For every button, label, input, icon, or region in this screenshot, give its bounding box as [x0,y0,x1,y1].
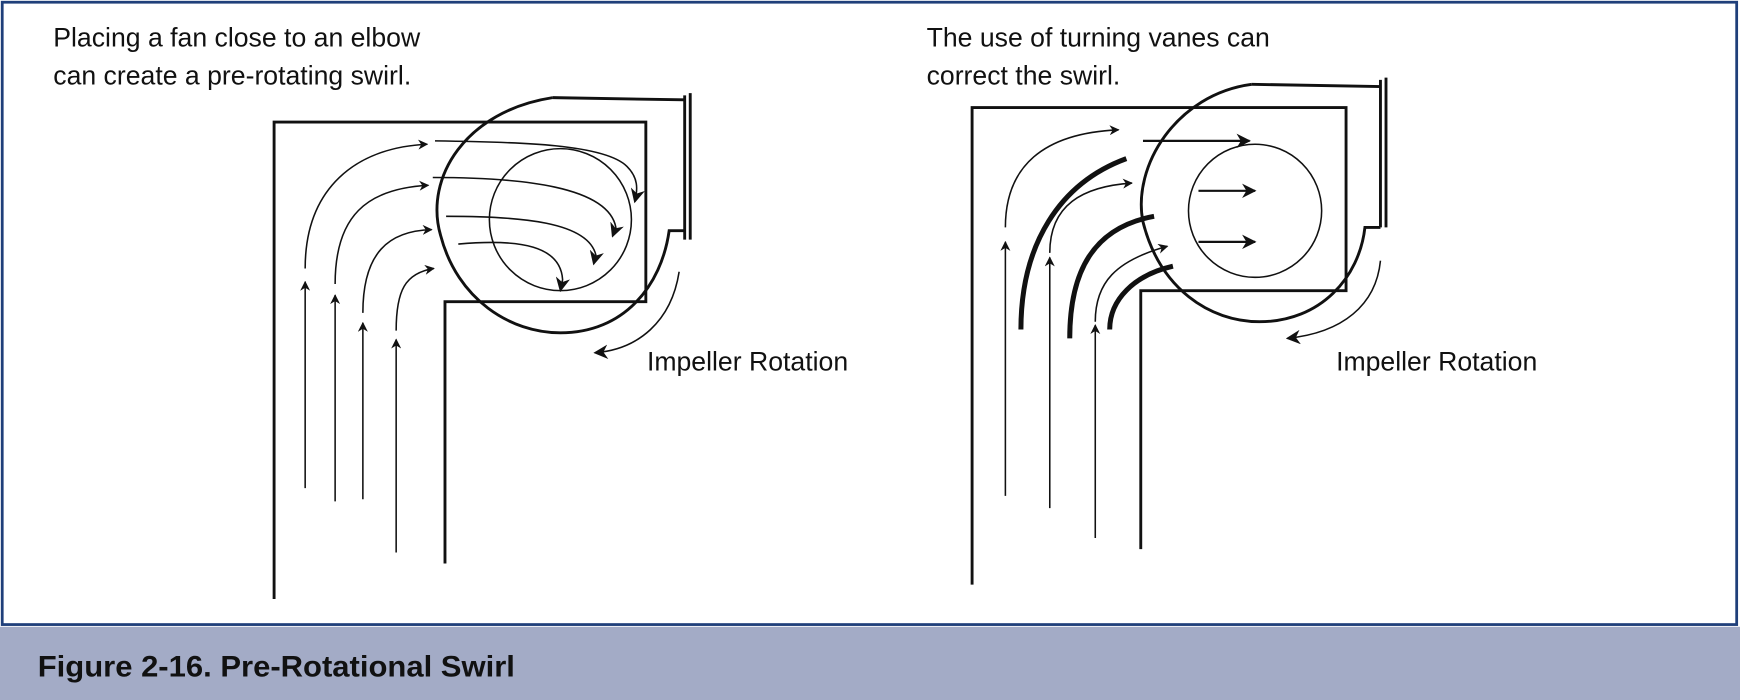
elbow-duct [272,120,648,600]
fan-housing-top [552,96,685,102]
fan-outlet-flange [683,93,692,240]
figure-frame [0,0,1739,626]
right-diagram: The use of turning vanes can correct the… [927,23,1537,585]
impeller-circle [1187,143,1323,279]
right-description-line1: The use of turning vanes can [927,23,1270,53]
left-description-line2: can create a pre-rotating swirl. [53,60,411,90]
fan-scroll-housing [435,96,685,335]
caption-bar [0,626,1740,700]
turning-vanes [1018,156,1174,339]
fan-outlet-flange [1379,77,1388,228]
left-impeller-rotation-label: Impeller Rotation [647,347,848,377]
fan-housing-top [1251,82,1381,88]
left-description-line1: Placing a fan close to an elbow [53,23,421,53]
elbow-duct [970,106,1348,585]
right-impeller-rotation-label: Impeller Rotation [1336,347,1537,377]
impeller-rotation-arrow [1285,260,1382,345]
impeller-rotation-arrow [593,271,680,359]
left-diagram: Placing a fan close to an elbow can crea… [53,23,848,600]
fan-scroll-housing [1140,82,1381,324]
airflow-streamlines [1000,125,1257,539]
right-description-line2: correct the swirl. [927,60,1121,90]
airflow-streamlines [300,139,645,553]
figure-caption: Figure 2-16. Pre-Rotational Swirl [38,651,515,684]
